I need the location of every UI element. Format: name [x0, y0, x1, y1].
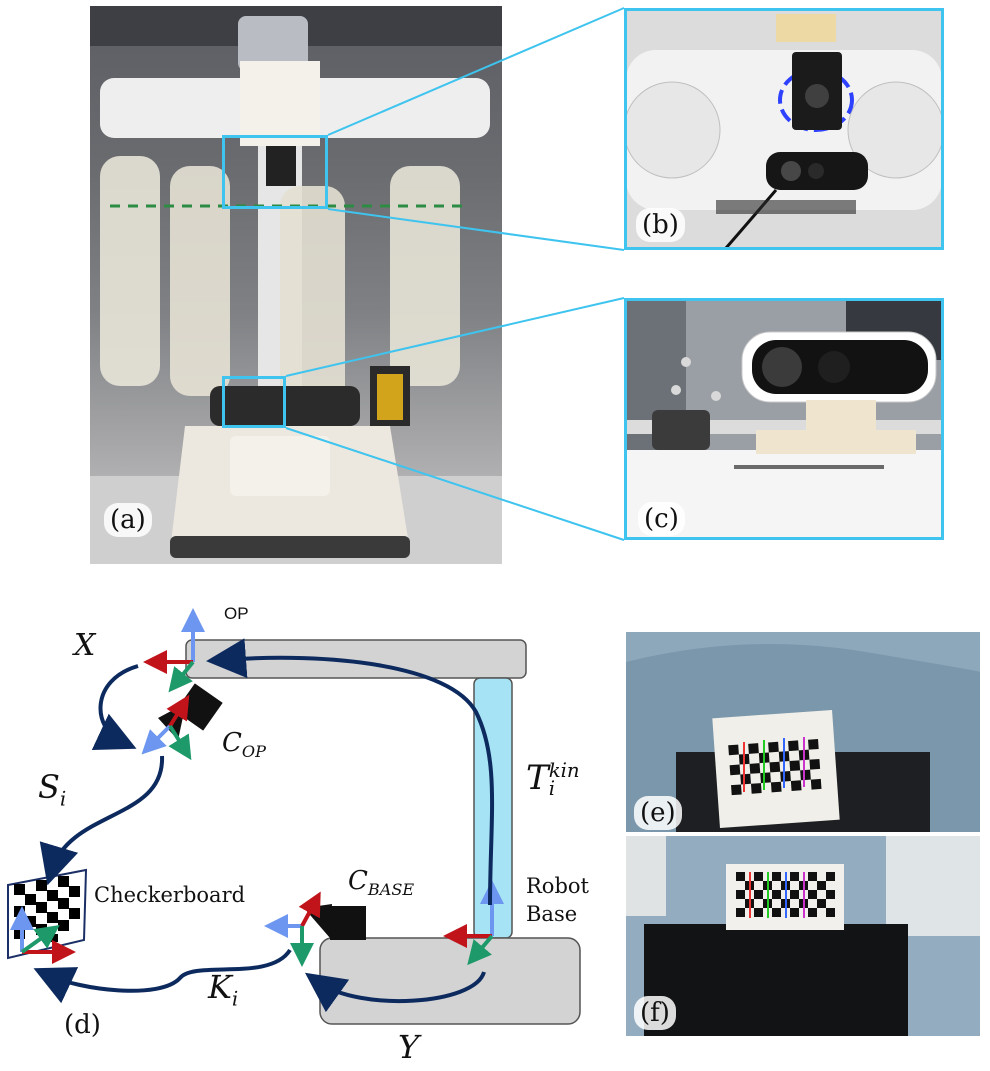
label-y: Y — [398, 1028, 420, 1066]
label-c-base-base: C — [348, 866, 368, 896]
op-frame-axes — [143, 608, 205, 693]
label-s-i: Si — [38, 768, 66, 810]
transform-arrows — [33, 638, 495, 1013]
panel-label-b: (b) — [636, 208, 685, 242]
checkerboard — [7, 868, 88, 964]
op-boom — [185, 639, 527, 679]
checkerboard-f-illustration — [626, 836, 980, 1036]
label-k-i: Ki — [208, 968, 238, 1010]
photo-checkerboard-e — [626, 632, 980, 832]
photo-robot-system — [90, 6, 502, 564]
label-c-op: COP — [222, 728, 266, 761]
camera-op-illustration — [626, 10, 942, 248]
label-t-base: T — [526, 758, 549, 798]
frame-c — [624, 298, 944, 540]
panel-label-d: (d) — [64, 1010, 101, 1040]
label-robot-base: Robot Base — [526, 872, 589, 928]
frame-b — [624, 8, 944, 250]
label-robot-line1: Robot — [526, 874, 589, 898]
panel-label-e: (e) — [634, 796, 682, 830]
label-s-sub: i — [59, 787, 67, 811]
label-op: OP — [224, 604, 249, 623]
panel-label-a: (a) — [104, 503, 152, 537]
label-t-sup: kin — [548, 759, 580, 782]
label-t-sub: i — [548, 777, 555, 800]
checkerboard-e-illustration — [626, 632, 980, 832]
label-c-base: CBASE — [348, 866, 414, 899]
label-s-base: S — [38, 768, 60, 806]
inset-box-b — [222, 135, 328, 209]
label-c-op-base: C — [222, 728, 242, 758]
inset-box-c — [222, 376, 286, 428]
photo-checkerboard-f — [626, 836, 980, 1036]
robot-illustration — [90, 6, 502, 564]
label-checkerboard: Checkerboard — [94, 883, 246, 907]
label-c-base-sub: BASE — [367, 880, 415, 900]
camera-op-icon — [141, 683, 223, 761]
robot-base-block — [319, 937, 581, 1025]
label-c-op-sub: OP — [241, 742, 266, 762]
panel-label-f: (f) — [634, 996, 676, 1030]
label-x: X — [74, 628, 96, 663]
label-robot-line2: Base — [526, 902, 578, 926]
panel-label-c: (c) — [638, 502, 685, 536]
label-k-sub: i — [231, 987, 239, 1011]
label-k-base: K — [208, 968, 232, 1006]
photo-camera-op — [626, 10, 942, 248]
camera-base-icon — [264, 891, 366, 967]
